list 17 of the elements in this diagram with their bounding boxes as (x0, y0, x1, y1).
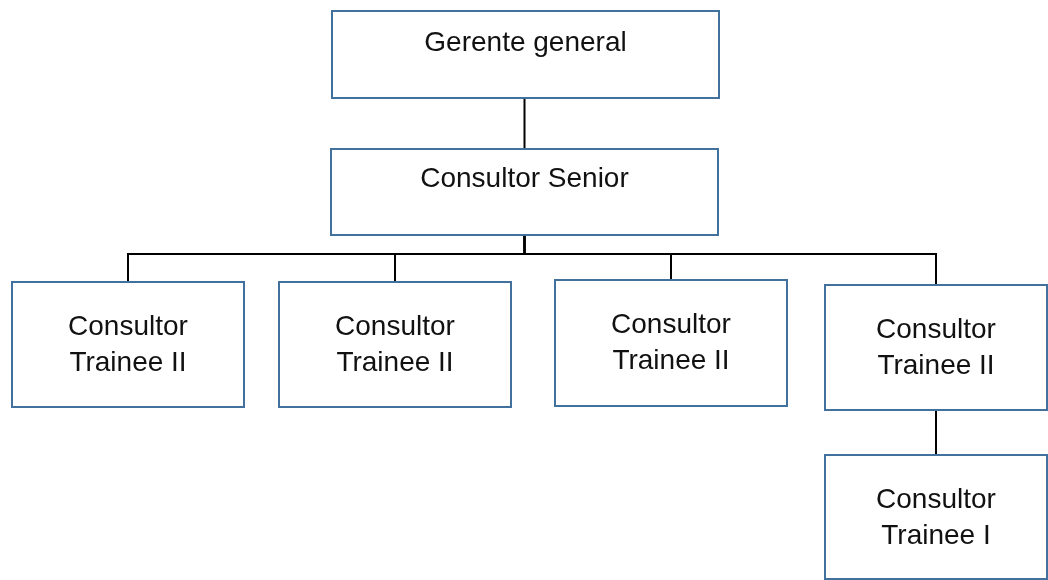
connector-line (523, 98, 526, 149)
position-box (278, 281, 512, 408)
position-box (11, 281, 245, 408)
position-title: Consultor Trainee II (67, 309, 189, 379)
position-title: Consultor Trainee II (610, 307, 732, 377)
position-title: Gerente general (424, 25, 627, 59)
position-title: Consultor Senior (420, 161, 629, 195)
position-box (824, 284, 1048, 411)
position-box (331, 10, 720, 99)
position-title: Consultor Trainee II (875, 312, 997, 382)
connector-line (935, 410, 937, 455)
position-title: Consultor Trainee II (334, 309, 456, 379)
position-box (554, 279, 788, 407)
position-box (824, 454, 1048, 580)
connector-line (523, 235, 937, 285)
position-title: Consultor Trainee I (875, 482, 997, 552)
position-box (330, 148, 719, 236)
